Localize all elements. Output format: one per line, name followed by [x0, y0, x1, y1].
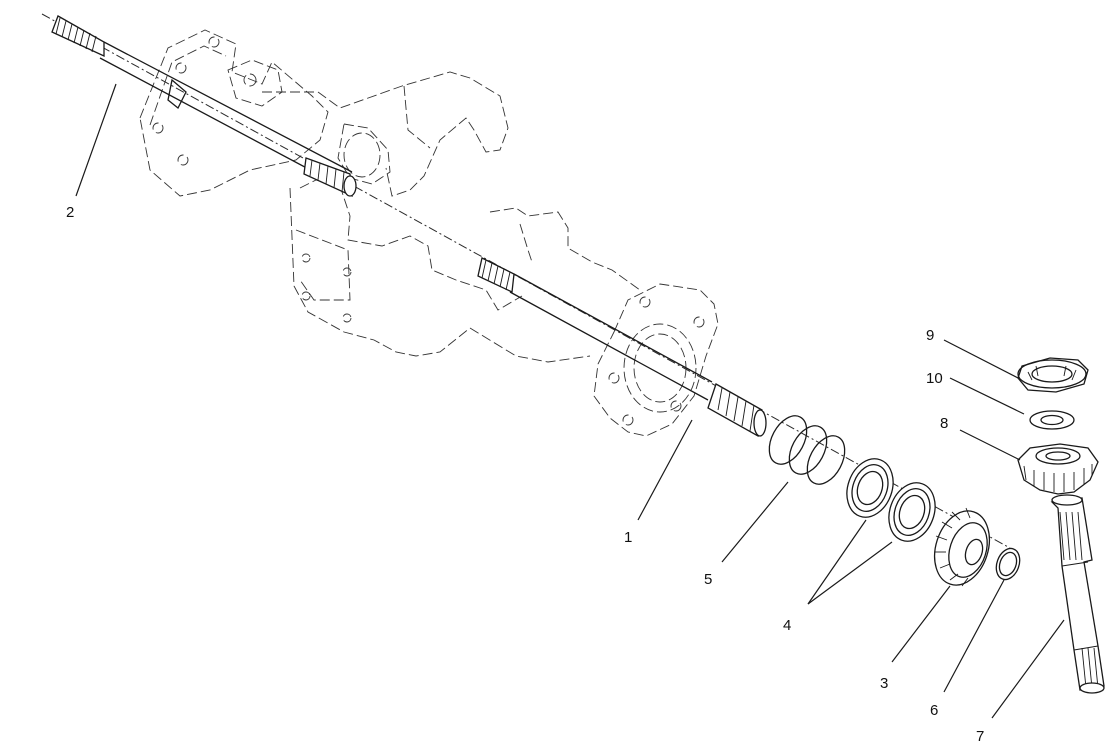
- upper-bearing: [1017, 357, 1089, 393]
- callout-10: 10: [926, 370, 943, 387]
- washer: [1029, 410, 1075, 430]
- callout-9: 9: [926, 327, 934, 344]
- callout-3: 3: [880, 675, 888, 692]
- callout-2: 2: [66, 204, 74, 221]
- leader-lines: [75, 83, 1065, 719]
- pinion-gear: [1017, 443, 1099, 495]
- retaining-rings: [768, 415, 846, 485]
- axle-housing-outline: [139, 29, 719, 437]
- snap-ring: [995, 547, 1021, 581]
- callout-5: 5: [704, 571, 712, 588]
- short-axle-shaft: [477, 257, 767, 438]
- callout-6: 6: [930, 702, 938, 719]
- callout-7: 7: [976, 728, 984, 745]
- ball-bearings: [846, 458, 936, 542]
- long-axle-shaft: [51, 15, 357, 198]
- bevel-gear: [933, 507, 991, 587]
- pinion-shaft: [1050, 494, 1105, 694]
- callout-1: 1: [624, 529, 632, 546]
- callout-4: 4: [783, 617, 791, 634]
- callout-labels: 2 1 5 4 3 6 7 8 10 9: [66, 204, 984, 745]
- callout-8: 8: [940, 415, 948, 432]
